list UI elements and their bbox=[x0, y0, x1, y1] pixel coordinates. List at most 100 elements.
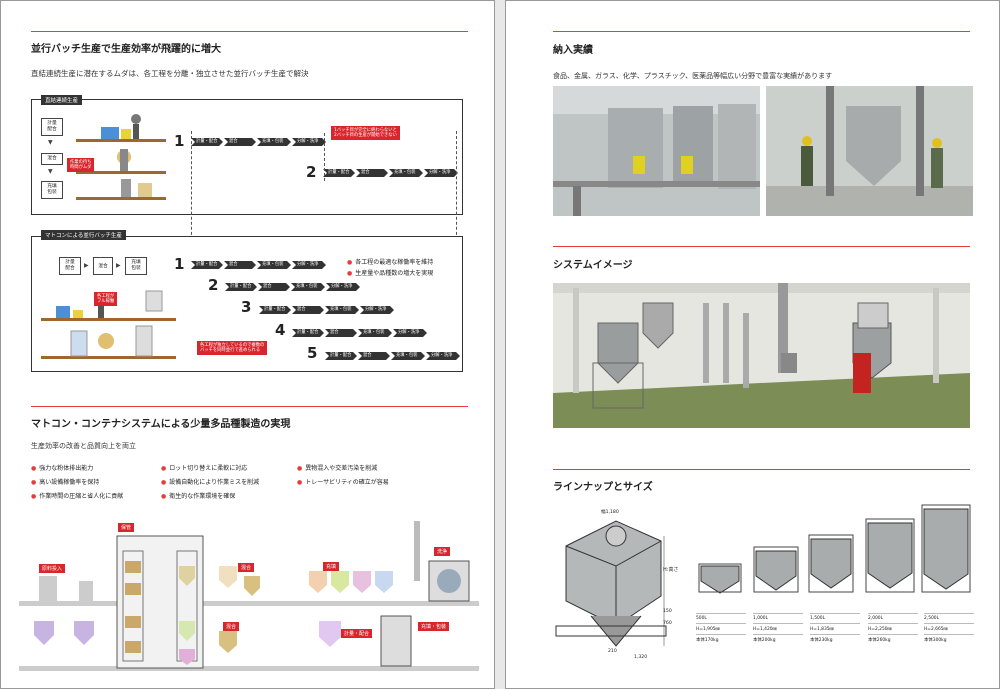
spec-height: H=2,250㎜ bbox=[868, 623, 918, 634]
flow-step: 充填 包装 bbox=[125, 257, 147, 275]
process-step: 分解・洗浄 bbox=[426, 352, 460, 360]
batch-row: 計量・配合混合充填・包装分解・洗浄 bbox=[225, 283, 361, 291]
facility-label: 計量・配合 bbox=[341, 629, 373, 638]
process-step: 計量・配合 bbox=[259, 306, 291, 314]
waste-note: 作業の待ち 時間がムダ bbox=[67, 158, 95, 173]
facility-illustration bbox=[19, 521, 479, 671]
section-subtitle: 食品、金属、ガラス、化学、プラスチック、医薬品等幅広い分野で豊富な実績があります bbox=[553, 72, 833, 80]
flow-step: 計量 配合 bbox=[59, 257, 81, 275]
section-title: システムイメージ bbox=[553, 260, 633, 271]
feature-item: 衛生的な作業環境を確保 bbox=[161, 491, 235, 500]
process-step: 混合 bbox=[258, 283, 290, 291]
flow-step: 計量 配合 bbox=[41, 118, 63, 136]
facility-label: 混合 bbox=[223, 622, 240, 631]
facility-label: 原料投入 bbox=[39, 564, 66, 573]
section-title: 並行バッチ生産で生産効率が飛躍的に増大 bbox=[31, 44, 221, 55]
spec-height: H=1,420㎜ bbox=[753, 623, 803, 634]
left-page: 並行バッチ生産で生産効率が飛躍的に増大 直結連続生産に潜在するムダは、各工程を分… bbox=[0, 0, 495, 689]
feature-item: トレーサビリティの確立が容易 bbox=[297, 477, 389, 486]
spec-height: H=1,905㎜ bbox=[696, 623, 746, 634]
batch-row: 計量・配合混合充填・包装分解・洗浄 bbox=[325, 352, 461, 360]
section-title: ラインナップとサイズ bbox=[553, 482, 653, 493]
process-step: 計量・配合 bbox=[323, 169, 355, 177]
batch-number: 2 bbox=[306, 163, 317, 181]
process-step: 充填・包装 bbox=[257, 261, 291, 269]
spec-volume: 500L bbox=[696, 613, 746, 623]
process-step: 分解・洗浄 bbox=[292, 261, 326, 269]
process-step: 混合 bbox=[224, 261, 256, 269]
spec-volume: 1,000L bbox=[753, 613, 803, 623]
process-step: 分解・洗浄 bbox=[424, 169, 458, 177]
batch-number: 4 bbox=[275, 321, 286, 339]
lineup-illustration bbox=[698, 504, 971, 594]
spec-weight: 本体230kg bbox=[810, 634, 860, 645]
benefit-item: 生産量や品種数の増大を実現 bbox=[347, 268, 433, 277]
batch-row: 計量・配合混合充填・包装分解・洗浄 bbox=[323, 169, 459, 177]
section-divider bbox=[553, 246, 970, 247]
process-step: 混合 bbox=[358, 352, 390, 360]
batch-number: 1 bbox=[174, 255, 185, 273]
feature-item: 設備自動化により作業ミスを削減 bbox=[161, 477, 259, 486]
facility-label: 洗浄 bbox=[434, 547, 451, 556]
flow-step: 充填 包装 bbox=[41, 181, 63, 199]
process-step: 混合 bbox=[325, 329, 357, 337]
batch-row: 計量・配合混合充填・包装分解・洗浄 bbox=[191, 261, 327, 269]
feature-item: 強力な粉体排出能力 bbox=[31, 463, 93, 472]
down-arrow-icon: ▼ bbox=[48, 139, 53, 146]
process-step: 分解・洗浄 bbox=[292, 138, 326, 146]
right-page: 納入実績 食品、金属、ガラス、化学、プラスチック、医薬品等幅広い分野で豊富な実績… bbox=[505, 0, 1000, 689]
feature-item: 異物混入や交差汚染を削減 bbox=[297, 463, 377, 472]
spec-volume: 1,500L bbox=[810, 613, 860, 623]
spec-height: H=1,835㎜ bbox=[810, 623, 860, 634]
facility-label: 充填 bbox=[323, 562, 340, 571]
process-step: 分解・洗浄 bbox=[360, 306, 394, 314]
fullrun-note: 各工程が フル稼働 bbox=[94, 292, 118, 307]
batch-row: 計量・配合混合充填・包装分解・洗浄 bbox=[259, 306, 395, 314]
feature-item: 作業時間の圧縮と省人化に貢献 bbox=[31, 491, 123, 500]
process-step: 計量・配合 bbox=[191, 261, 223, 269]
process-step: 充填・包装 bbox=[291, 283, 325, 291]
batch-row: 計量・配合混合充填・包装分解・洗浄 bbox=[191, 138, 327, 146]
dimension-width: 幅1,180 bbox=[601, 510, 619, 515]
process-step: 分解・洗浄 bbox=[393, 329, 427, 337]
serial-production-tab: 直結連続生産 bbox=[41, 95, 83, 105]
section-title: マトコン・コンテナシステムによる少量多品種製造の実現 bbox=[31, 419, 291, 430]
parallel-production-illustration bbox=[41, 290, 176, 359]
batch-number: 2 bbox=[208, 276, 219, 294]
section-divider bbox=[31, 406, 468, 407]
section-divider bbox=[553, 469, 970, 470]
spec-weight: 本体170kg bbox=[696, 634, 746, 645]
process-step: 混合 bbox=[356, 169, 388, 177]
dimension-label: 150 bbox=[663, 609, 672, 614]
batch-number: 3 bbox=[241, 298, 252, 316]
benefit-item: 各工程の最適な稼働率を維持 bbox=[347, 257, 433, 266]
serial-callout: 1バッチ目が完全に終わらないと 2バッチ目の生産が開始できない bbox=[331, 126, 400, 141]
system-image bbox=[553, 283, 970, 428]
process-step: 分解・洗浄 bbox=[326, 283, 360, 291]
dimension-label: 760 bbox=[663, 621, 672, 626]
process-step: 充填・包装 bbox=[389, 169, 423, 177]
timeline-guide bbox=[324, 133, 325, 181]
section-divider bbox=[31, 31, 468, 32]
process-step: 充填・包装 bbox=[391, 352, 425, 360]
process-step: 充填・包装 bbox=[257, 138, 291, 146]
spec-volume: 2,500L bbox=[924, 613, 974, 623]
process-step: 計量・配合 bbox=[191, 138, 223, 146]
serial-production-box bbox=[31, 99, 463, 215]
batch-row: 計量・配合混合充填・包装分解・洗浄 bbox=[292, 329, 428, 337]
spec-weight: 本体200kg bbox=[753, 634, 803, 645]
facility-label: 保管 bbox=[118, 523, 135, 532]
right-arrow-icon: ▶ bbox=[84, 262, 89, 269]
section-divider bbox=[553, 31, 970, 32]
container-dimension-drawing bbox=[555, 520, 667, 647]
feature-item: ロット切り替えに柔軟に対応 bbox=[161, 463, 247, 472]
process-step: 充填・包装 bbox=[325, 306, 359, 314]
installation-photo bbox=[553, 86, 760, 216]
spec-weight: 本体300kg bbox=[924, 634, 974, 645]
installation-photo bbox=[766, 86, 973, 216]
section-title: 納入実績 bbox=[553, 45, 593, 56]
